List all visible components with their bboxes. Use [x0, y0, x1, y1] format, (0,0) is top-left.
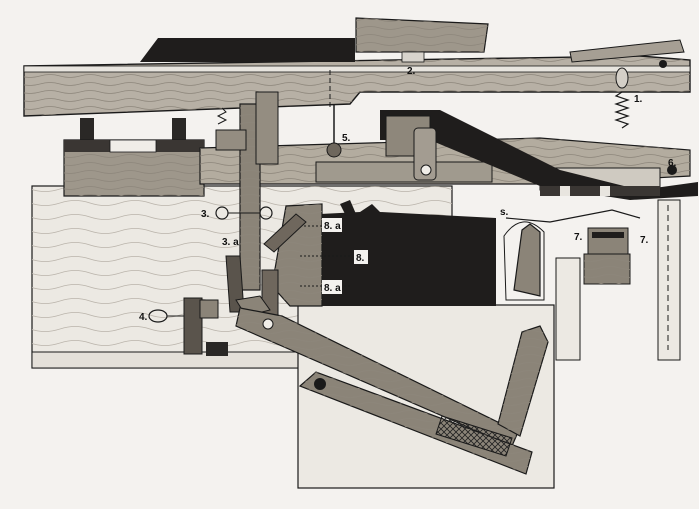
label-7a: 7.	[574, 232, 583, 243]
label-8a-top: 8. a	[324, 221, 341, 232]
label-3: 3.	[201, 209, 210, 220]
damper-head	[503, 221, 545, 301]
damper-wire	[505, 209, 641, 223]
label-8a-bottom: 8. a	[324, 283, 341, 294]
lower-bracket	[183, 297, 228, 356]
label-4: 4.	[139, 312, 148, 323]
key-lever	[23, 55, 691, 117]
label-2: 2.	[407, 66, 416, 77]
abstract-rod	[215, 91, 279, 291]
label-s: s.	[500, 207, 509, 218]
damper-lever	[380, 110, 698, 200]
label-3a: 3. a	[222, 237, 239, 248]
screw-eye-3	[215, 206, 273, 220]
rail-cloth	[540, 165, 677, 196]
pedal-lever	[298, 325, 549, 475]
label-1: 1.	[634, 94, 643, 105]
label-8a-bottom-box	[322, 280, 342, 294]
key-block-top	[355, 17, 489, 63]
pendant-rod	[326, 104, 342, 158]
key-front-strip	[569, 39, 685, 68]
label-5: 5.	[342, 133, 351, 144]
key-spring	[614, 67, 630, 129]
label-7b: 7.	[640, 235, 649, 246]
damper-blocks	[583, 227, 631, 285]
label-8: 8.	[356, 253, 365, 264]
key-pads-left	[63, 118, 205, 197]
label-6: 6.	[668, 158, 677, 169]
hammer-head-block	[320, 200, 496, 306]
key-top-black	[140, 38, 355, 62]
right-frame-post	[555, 199, 681, 361]
label-8a-top-box	[322, 218, 342, 232]
label-8-box	[354, 250, 368, 264]
